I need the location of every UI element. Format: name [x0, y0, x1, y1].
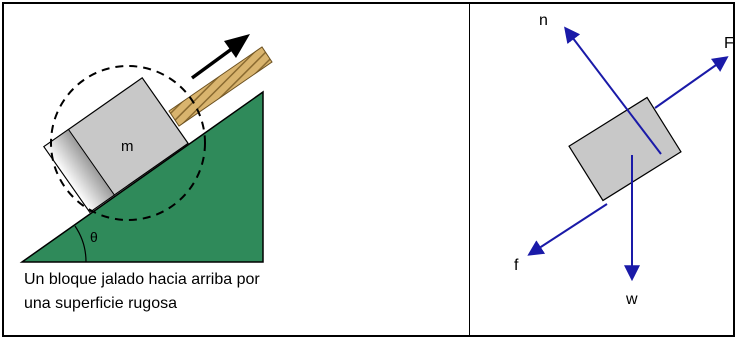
free-body-block — [568, 96, 682, 202]
weight-force-label: w — [625, 291, 638, 308]
block-shaded-edge — [43, 128, 116, 213]
angle-arc — [74, 225, 87, 263]
block-on-incline — [43, 76, 189, 214]
caption-line-1: Un bloque jalado hacia arriba por — [24, 271, 260, 288]
friction-force-label: f — [514, 257, 519, 274]
caption-line-2: una superficie rugosa — [24, 295, 177, 312]
panel-divider — [469, 4, 470, 335]
normal-force-arrow — [564, 26, 662, 155]
friction-force-arrow — [527, 203, 608, 256]
normal-force-label: n — [539, 12, 548, 29]
highlight-dashed-circle — [50, 65, 206, 221]
rope — [168, 46, 273, 127]
applied-force-label: F — [724, 35, 734, 52]
mass-label: m — [121, 138, 134, 155]
diagram-caption: Un bloque jalado hacia arriba por una su… — [24, 268, 260, 316]
pull-direction-arrow — [190, 34, 250, 80]
applied-force-arrow — [654, 56, 729, 109]
angle-theta-label: θ — [90, 229, 98, 245]
incline-ramp — [19, 90, 264, 263]
